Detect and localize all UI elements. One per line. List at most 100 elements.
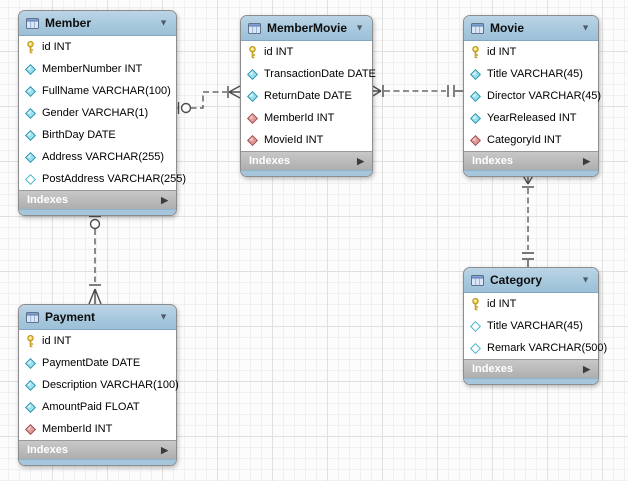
- column-label: PostAddress VARCHAR(255): [42, 173, 187, 185]
- cardinality-one-mandatory-bars: [447, 85, 455, 97]
- indexes-bar[interactable]: Indexes ▶: [464, 359, 598, 378]
- column-row[interactable]: Remark VARCHAR(500): [464, 337, 607, 359]
- relationship-movie-category[interactable]: [521, 173, 535, 267]
- column-row[interactable]: Description VARCHAR(100): [19, 374, 179, 396]
- column-label: MemberNumber INT: [42, 63, 143, 75]
- table-title: Movie: [490, 21, 525, 35]
- column-row[interactable]: id INT: [19, 36, 176, 58]
- column-row[interactable]: MemberNumber INT: [19, 58, 176, 80]
- column-label: AmountPaid FLOAT: [42, 401, 140, 413]
- foreign-key-diamond-icon: [246, 112, 259, 124]
- table-bottom-strip: [19, 459, 176, 465]
- column-row[interactable]: PaymentDate DATE: [19, 352, 176, 374]
- table-bottom-strip: [464, 378, 598, 384]
- table-title: Payment: [45, 310, 96, 324]
- column-row[interactable]: MemberId INT: [19, 418, 176, 440]
- column-label: id INT: [487, 298, 517, 310]
- column-row[interactable]: id INT: [464, 41, 598, 63]
- expand-arrow-icon[interactable]: ▶: [357, 155, 364, 166]
- column-row[interactable]: ReturnDate DATE: [241, 85, 372, 107]
- indexes-bar[interactable]: Indexes ▶: [464, 151, 598, 170]
- table-figure-movie[interactable]: Movie ▼ id INT Title VARCHAR(45) Director …: [463, 15, 602, 177]
- cardinality-optional-circle: [180, 102, 192, 114]
- nullable-diamond-icon: [24, 173, 37, 185]
- column-label: Description VARCHAR(100): [42, 379, 179, 391]
- column-row[interactable]: id INT: [241, 41, 372, 63]
- indexes-bar[interactable]: Indexes ▶: [19, 190, 176, 209]
- table-figure-payment[interactable]: Payment ▼ id INT PaymentDate DATE Descript…: [18, 304, 179, 466]
- table-header[interactable]: Movie ▼: [464, 16, 598, 41]
- expand-arrow-icon[interactable]: ▶: [583, 155, 590, 166]
- column-row[interactable]: Gender VARCHAR(1): [19, 102, 176, 124]
- column-label: BirthDay DATE: [42, 129, 116, 141]
- not-null-diamond-icon: [246, 68, 259, 80]
- collapse-triangle-icon[interactable]: ▼: [581, 274, 590, 285]
- column-row[interactable]: Address VARCHAR(255): [19, 146, 176, 168]
- collapse-triangle-icon[interactable]: ▼: [355, 22, 364, 33]
- column-label: Gender VARCHAR(1): [42, 107, 149, 119]
- indexes-label: Indexes: [472, 363, 513, 375]
- relationship-membermovie-movie[interactable]: [370, 84, 463, 98]
- table-title: MemberMovie: [267, 21, 348, 35]
- column-row[interactable]: FullName VARCHAR(100): [19, 80, 176, 102]
- table-figure-member[interactable]: Member ▼ id INT MemberNumber INT FullName …: [18, 10, 186, 216]
- not-null-diamond-icon: [24, 357, 37, 369]
- column-label: Title VARCHAR(45): [487, 68, 583, 80]
- table-figure-category[interactable]: Category ▼ id INT Title VARCHAR(45)Remark…: [463, 267, 607, 385]
- not-null-diamond-icon: [469, 68, 482, 80]
- expand-arrow-icon[interactable]: ▶: [161, 444, 168, 455]
- foreign-key-diamond-icon: [469, 134, 482, 146]
- primary-key-icon: [24, 334, 37, 348]
- column-label: MemberId INT: [42, 423, 113, 435]
- collapse-triangle-icon[interactable]: ▼: [159, 311, 168, 322]
- column-list: id INT PaymentDate DATE Description VARCHA…: [19, 330, 179, 440]
- cardinality-optional-circle: [89, 218, 101, 230]
- column-row[interactable]: MovieId INT: [241, 129, 372, 151]
- table-bottom-strip: [464, 170, 598, 176]
- table-header[interactable]: Category ▼: [464, 268, 598, 293]
- table-header[interactable]: Member ▼: [19, 11, 176, 36]
- table-bottom-strip: [241, 170, 372, 176]
- table-icon: [471, 22, 484, 35]
- primary-key-icon: [469, 45, 482, 59]
- column-row[interactable]: Director VARCHAR(45): [464, 85, 602, 107]
- column-label: CategoryId INT: [487, 134, 562, 146]
- table-icon: [26, 311, 39, 324]
- table-header[interactable]: Payment ▼: [19, 305, 176, 330]
- relationship-member-membermovie[interactable]: [175, 85, 241, 114]
- column-row[interactable]: MemberId INT: [241, 107, 372, 129]
- not-null-diamond-icon: [246, 90, 259, 102]
- expand-arrow-icon[interactable]: ▶: [583, 363, 590, 374]
- column-label: id INT: [487, 46, 517, 58]
- column-row[interactable]: CategoryId INT: [464, 129, 598, 151]
- expand-arrow-icon[interactable]: ▶: [161, 194, 168, 205]
- indexes-bar[interactable]: Indexes ▶: [19, 440, 176, 459]
- column-row[interactable]: TransactionDate DATE: [241, 63, 376, 85]
- table-header[interactable]: MemberMovie ▼: [241, 16, 372, 41]
- primary-key-icon: [246, 45, 259, 59]
- collapse-triangle-icon[interactable]: ▼: [159, 17, 168, 28]
- indexes-bar[interactable]: Indexes ▶: [241, 151, 372, 170]
- column-row[interactable]: AmountPaid FLOAT: [19, 396, 176, 418]
- column-row[interactable]: Title VARCHAR(45): [464, 63, 598, 85]
- cardinality-one-mandatory-bars: [522, 252, 534, 260]
- column-row[interactable]: PostAddress VARCHAR(255): [19, 168, 186, 190]
- column-label: id INT: [42, 335, 72, 347]
- column-list: id INT Title VARCHAR(45)Remark VARCHAR(50…: [464, 293, 607, 359]
- column-row[interactable]: BirthDay DATE: [19, 124, 176, 146]
- table-icon: [248, 22, 261, 35]
- not-null-diamond-icon: [469, 90, 482, 102]
- relationship-member-payment[interactable]: [88, 213, 102, 305]
- column-label: FullName VARCHAR(100): [42, 85, 171, 97]
- column-row[interactable]: Title VARCHAR(45): [464, 315, 598, 337]
- column-row[interactable]: YearReleased INT: [464, 107, 598, 129]
- column-label: MovieId INT: [264, 134, 324, 146]
- collapse-triangle-icon[interactable]: ▼: [581, 22, 590, 33]
- table-title: Category: [490, 273, 543, 287]
- column-label: Director VARCHAR(45): [487, 90, 602, 102]
- column-row[interactable]: id INT: [464, 293, 598, 315]
- column-row[interactable]: id INT: [19, 330, 176, 352]
